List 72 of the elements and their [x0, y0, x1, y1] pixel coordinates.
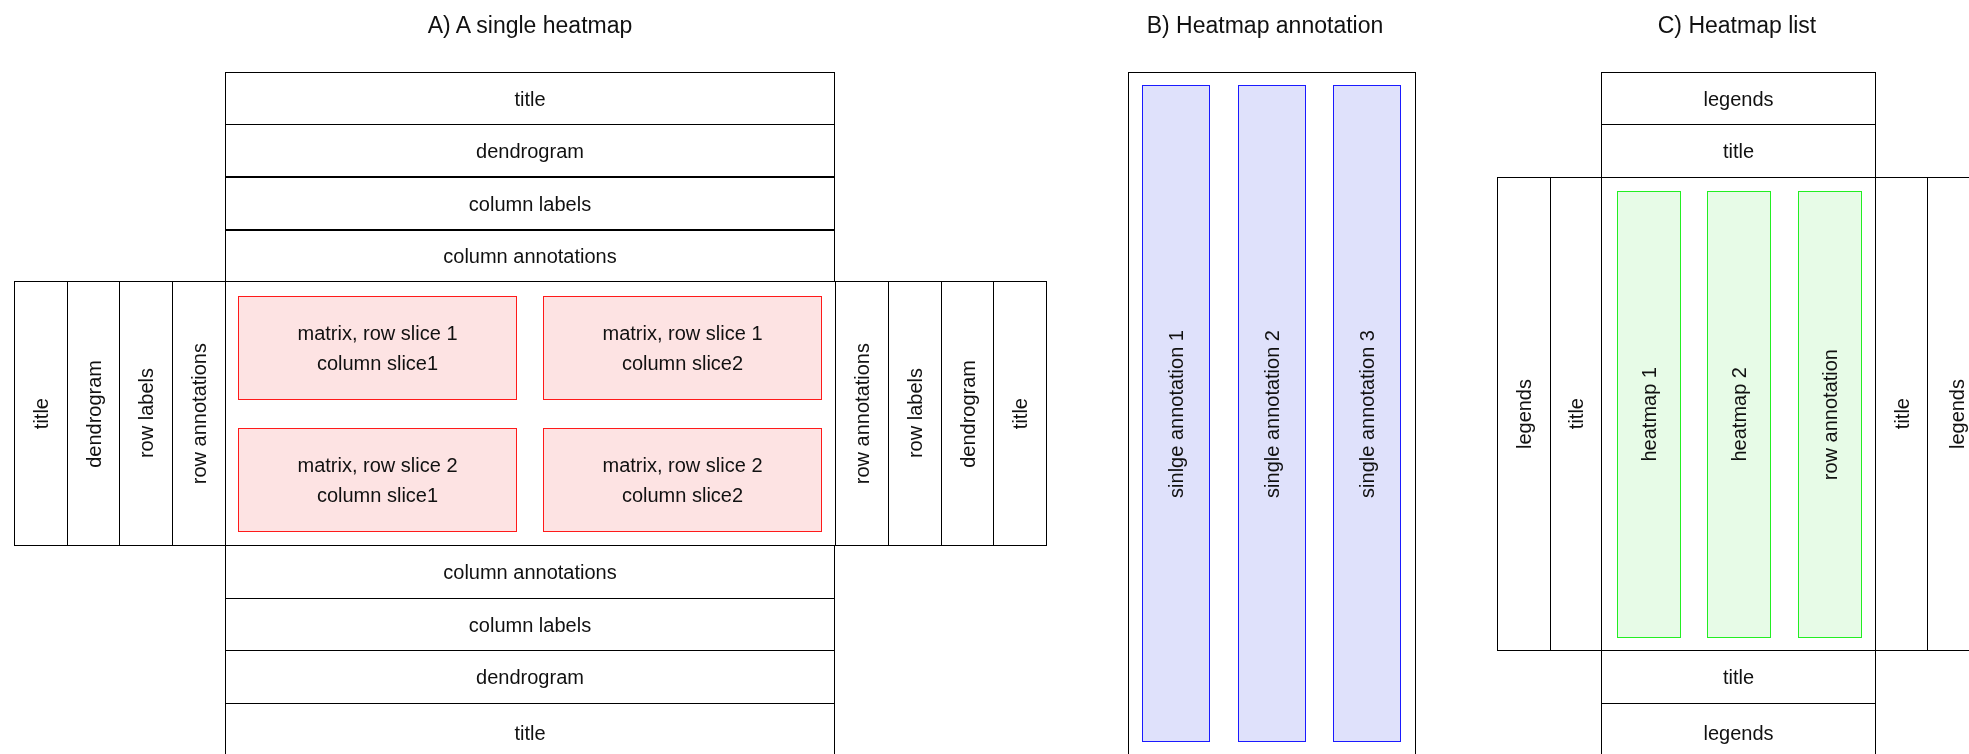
annotation-bar: [1238, 85, 1306, 742]
cell-label: title: [1889, 398, 1914, 430]
cell-label: title: [514, 86, 546, 112]
layout-cell: [225, 703, 835, 754]
layout-cell: [835, 281, 889, 546]
cell-label: column annotations: [443, 560, 617, 585]
cell-label: matrix, row slice 2 column slice2: [601, 453, 764, 508]
heatmap-bar: [1707, 191, 1771, 638]
layout-cell: [1875, 177, 1928, 651]
cell-label: column labels: [468, 612, 592, 638]
cell-label: legends: [1512, 378, 1536, 450]
annotation-bar: [1333, 85, 1401, 742]
cell-label: row labels: [903, 368, 927, 459]
layout-cell: [1601, 703, 1876, 754]
layout-cell: [225, 72, 835, 125]
layout-cell: [225, 598, 835, 651]
annotation-bar: [1142, 85, 1210, 742]
cell-label: dendrogram: [476, 138, 584, 164]
heatmap-bar: [1798, 191, 1862, 638]
cell-label: heatmap 2: [1727, 367, 1751, 462]
matrix-slice: [238, 428, 517, 532]
layout-cell: [225, 124, 835, 177]
layout-cell: [941, 281, 994, 546]
panel-heading: B) Heatmap annotation: [1146, 12, 1384, 39]
layout-cell: [225, 545, 835, 599]
matrix-slice: [543, 296, 822, 400]
layout-cell: [225, 177, 835, 230]
cell-label: legends: [1945, 378, 1969, 450]
layout-cell: [993, 281, 1047, 546]
cell-label: title: [29, 397, 53, 430]
layout-cell: [1601, 650, 1876, 704]
cell-label: matrix, row slice 2 column slice1: [296, 453, 459, 508]
matrix-slice: [238, 296, 517, 400]
cell-label: single annotation 3: [1355, 329, 1379, 498]
cell-label: title: [1564, 398, 1588, 430]
cell-label: row annotations: [187, 342, 211, 485]
cell-label: legends: [1703, 86, 1774, 112]
panel-heading: C) Heatmap list: [1657, 12, 1817, 39]
cell-label: dendrogram: [955, 359, 980, 468]
cell-label: row labels: [134, 368, 158, 459]
cell-label: sinlge annotation 1: [1164, 329, 1188, 498]
cell-label: dendrogram: [81, 359, 106, 468]
cell-label: column labels: [468, 191, 592, 217]
cell-label: title: [1008, 397, 1032, 430]
cell-label: title: [514, 721, 546, 746]
layout-cell: [67, 281, 120, 546]
layout-cell: [172, 281, 226, 546]
layout-cell: [225, 230, 835, 282]
layout-cell: [119, 281, 173, 546]
layout-cell: [1927, 177, 1969, 651]
layout-cell: [1601, 124, 1876, 178]
cell-label: matrix, row slice 1 column slice2: [601, 321, 764, 376]
cell-label: heatmap 1: [1637, 367, 1661, 462]
cell-label: dendrogram: [476, 665, 584, 690]
cell-label: title: [1722, 139, 1755, 164]
layout-cell: [1497, 177, 1551, 651]
cell-label: row annotation: [1818, 348, 1842, 481]
cell-label: legends: [1703, 721, 1774, 746]
cell-label: single annotation 2: [1260, 329, 1284, 498]
layout-cell: [14, 281, 68, 546]
panel-frame: [1128, 72, 1416, 754]
layout-cell: [1550, 177, 1602, 651]
cell-label: row annotations: [850, 342, 874, 485]
layout-cell: [1601, 72, 1876, 125]
heatmap-bar: [1617, 191, 1681, 638]
layout-cell: [888, 281, 942, 546]
matrix-slice: [543, 428, 822, 532]
cell-label: title: [1722, 665, 1755, 690]
layout-cell: [225, 650, 835, 704]
cell-label: matrix, row slice 1 column slice1: [296, 321, 459, 376]
cell-label: column annotations: [443, 244, 617, 269]
panel-heading: A) A single heatmap: [427, 12, 633, 39]
